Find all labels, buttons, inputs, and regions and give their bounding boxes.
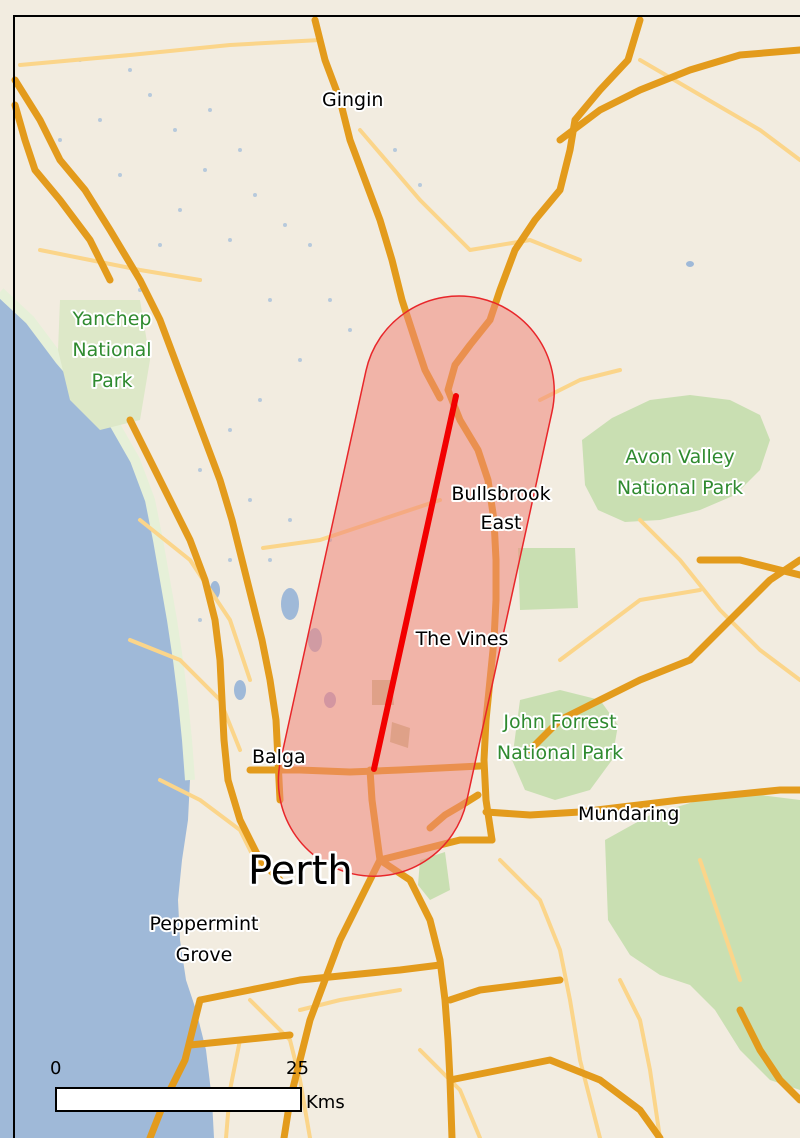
place-label-balga: Balga: [252, 746, 306, 768]
place-label-the-vines: The Vines: [415, 628, 509, 650]
park-label-avon-valley-line2: National Park: [617, 477, 743, 499]
scale-bar-unit-label: Kms: [306, 1092, 345, 1113]
place-label-mundaring: Mundaring: [578, 803, 679, 825]
park-label-yanchep-line2: National: [72, 339, 151, 361]
scale-bar-start-label: 0: [50, 1058, 61, 1079]
bullsbrook-green-area: [518, 548, 578, 610]
lake: [234, 680, 246, 700]
park-label-yanchep-line1: Yanchep: [72, 308, 152, 330]
map-border: [13, 15, 800, 1143]
scale-bar: 0 25 Kms: [50, 1058, 345, 1113]
place-label-peppermint-grove-line1: Peppermint: [149, 913, 258, 935]
route-line[interactable]: [371, 393, 459, 772]
place-label-bullsbrook-line1: Bullsbrook: [451, 483, 550, 505]
scale-bar-end-label: 25: [286, 1058, 309, 1079]
lake: [686, 261, 694, 267]
avon-valley-park-area: [582, 395, 770, 522]
lake: [281, 588, 299, 620]
park-label-yanchep-line3: Park: [91, 370, 132, 392]
park-label-john-forrest-line2: National Park: [497, 742, 623, 764]
place-label-bullsbrook-line2: East: [481, 512, 522, 534]
park-label-avon-valley-line1: Avon Valley: [625, 446, 735, 468]
perth-east-green-area: [418, 852, 450, 900]
lake: [101, 1057, 109, 1063]
ocean: [0, 292, 214, 1138]
place-label-perth: Perth: [248, 848, 353, 894]
place-label-gingin: Gingin: [322, 89, 383, 111]
place-label-peppermint-grove-line2: Grove: [176, 944, 233, 966]
scale-bar-rule: [55, 1087, 302, 1112]
yanchep-green-area: [58, 300, 150, 430]
mundaring-forest-area: [605, 795, 800, 1090]
park-label-john-forrest-line1: John Forrest: [502, 711, 616, 733]
john-forrest-park-area: [512, 690, 618, 800]
